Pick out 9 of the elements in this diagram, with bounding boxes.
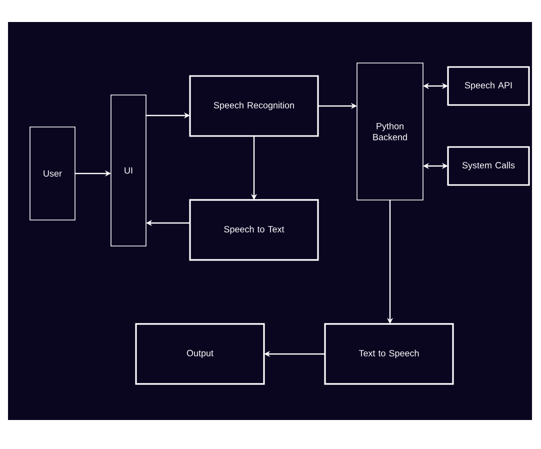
process-box: Output — [135, 323, 265, 385]
process-box: System Calls — [447, 146, 530, 186]
process-box: Text to Speech — [324, 323, 454, 385]
process-box: Python Backend — [356, 62, 424, 200]
process-box: User — [30, 126, 76, 220]
process-box: Speech Recognition — [189, 75, 319, 137]
process-box: Speech to Text — [189, 199, 319, 261]
process-box: UI — [110, 94, 146, 246]
process-box: Speech API — [447, 66, 530, 106]
